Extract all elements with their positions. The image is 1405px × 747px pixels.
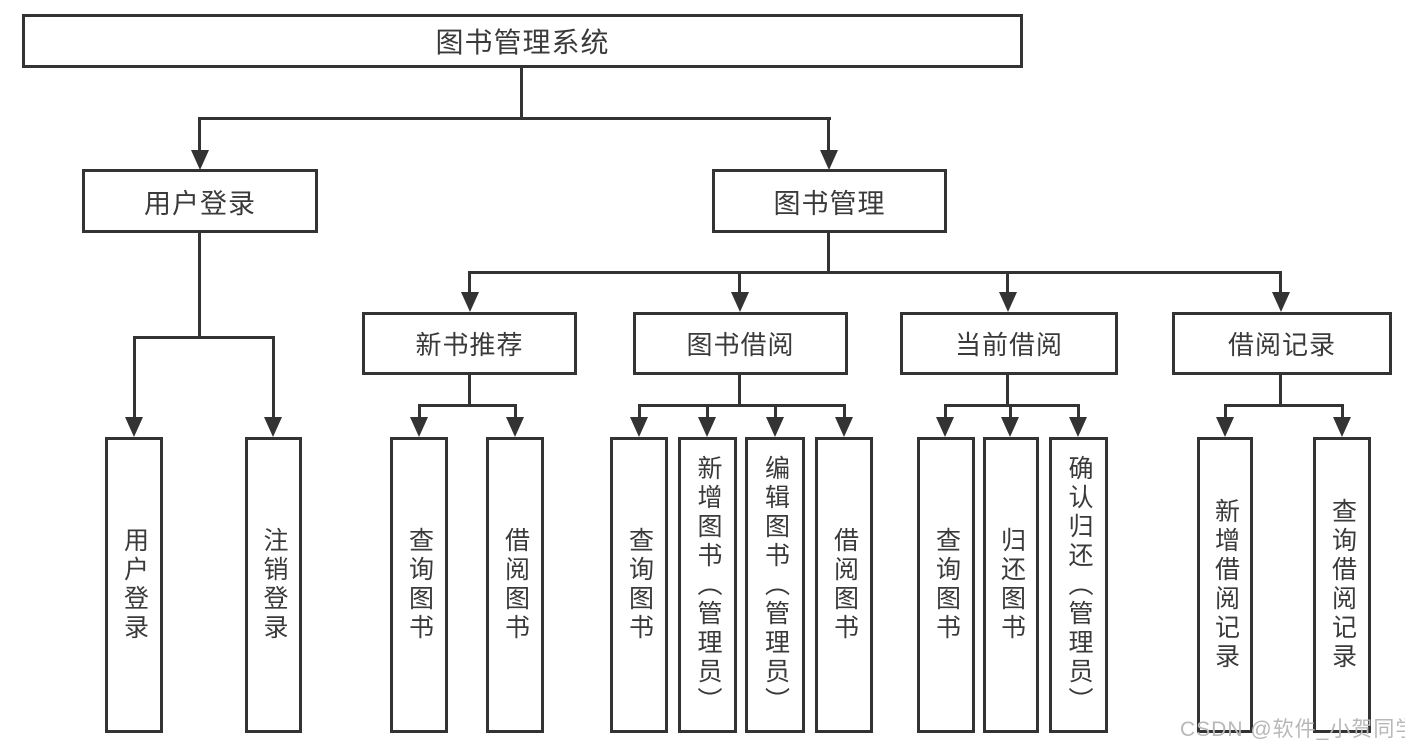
connector-new-book-branch (418, 404, 517, 407)
connector-borrow-records-stem (1279, 375, 1282, 407)
arrowhead-leaf (1069, 417, 1087, 437)
connector-drop-leaf (418, 404, 421, 419)
leaf-borrow-books-recommend: 借阅图书 (486, 437, 544, 733)
leaf-query-borrow-record: 查询借阅记录 (1313, 437, 1371, 733)
leaf-borrow-books: 借阅图书 (815, 437, 873, 733)
node-system-root: 图书管理系统 (22, 14, 1023, 68)
connector-drop-leaf (706, 404, 709, 419)
connector-drop-leaf (1077, 404, 1080, 419)
leaf-query-books-borrow: 查询图书 (610, 437, 668, 733)
connector-drop-book-borrow (738, 271, 741, 294)
arrowhead-leaf-login (125, 417, 143, 437)
connector-drop-leaf (1341, 404, 1344, 419)
leaf-return-book: 归还图书 (983, 437, 1039, 733)
leaf-label: 注销登录 (260, 527, 288, 643)
connector-drop-leaf-logout (272, 336, 275, 420)
leaf-label: 用户登录 (120, 527, 149, 643)
leaf-query-books-current: 查询图书 (917, 437, 975, 733)
connector-drop-leaf (774, 404, 777, 419)
arrowhead-leaf (698, 417, 716, 437)
leaf-label: 查询图书 (625, 527, 654, 643)
arrowhead-current-borrow (999, 292, 1017, 312)
connector-drop-book-management (827, 117, 830, 151)
connector-drop-leaf-login (133, 336, 136, 420)
connector-borrow-records-branch (1224, 404, 1343, 407)
connector-user-login-stem (198, 233, 201, 339)
connector-drop-borrow-records (1279, 271, 1282, 294)
arrowhead-book-management (820, 150, 838, 170)
node-new-book-recommend: 新书推荐 (362, 312, 577, 375)
connector-drop-user-login (198, 117, 201, 151)
leaf-label: 新增借阅记录 (1211, 498, 1240, 672)
leaf-logout: 注销登录 (245, 437, 302, 733)
connector-book-borrow-stem (738, 375, 741, 407)
csdn-watermark: CSDN @软件_小贺同学 (1180, 718, 1405, 741)
connector-drop-current-borrow (1006, 271, 1009, 294)
arrowhead-leaf (1001, 417, 1019, 437)
node-borrow-records: 借阅记录 (1172, 312, 1392, 375)
connector-drop-leaf (638, 404, 641, 419)
leaf-label: 新增图书（管理员） (694, 454, 722, 716)
arrowhead-leaf (766, 417, 784, 437)
leaf-label: 编辑图书（管理员） (761, 454, 790, 716)
connector-drop-leaf (843, 404, 846, 419)
arrowhead-new-book (461, 292, 479, 312)
leaf-user-login: 用户登录 (105, 437, 163, 733)
leaf-label: 借阅图书 (501, 527, 530, 643)
node-current-borrow: 当前借阅 (900, 312, 1118, 375)
leaf-add-book-admin: 新增图书（管理员） (678, 437, 737, 733)
connector-level3-branch (468, 271, 1282, 274)
arrowhead-leaf (630, 417, 648, 437)
arrowhead-book-borrow (731, 292, 749, 312)
connector-root-stem (520, 68, 523, 120)
arrowhead-user-login (191, 150, 209, 170)
arrowhead-leaf (936, 417, 954, 437)
arrowhead-leaf (1216, 417, 1234, 437)
node-book-borrow: 图书借阅 (633, 312, 848, 375)
connector-root-branch (199, 117, 831, 120)
connector-drop-leaf (944, 404, 947, 419)
leaf-label: 借阅图书 (830, 527, 859, 643)
connector-drop-leaf (1009, 404, 1012, 419)
leaf-confirm-return-admin: 确认归还（管理员） (1049, 437, 1108, 733)
leaf-label: 查询借阅记录 (1328, 498, 1357, 672)
leaf-label: 确认归还（管理员） (1065, 454, 1093, 716)
arrowhead-leaf (1333, 417, 1351, 437)
node-book-management: 图书管理 (712, 169, 947, 233)
connector-current-borrow-stem (1006, 375, 1009, 407)
leaf-edit-book-admin: 编辑图书（管理员） (745, 437, 805, 733)
leaf-query-books-recommend: 查询图书 (390, 437, 448, 733)
arrowhead-leaf (506, 417, 524, 437)
connector-user-login-branch (133, 336, 275, 339)
leaf-label: 查询图书 (405, 527, 434, 643)
connector-new-book-stem (468, 375, 471, 407)
connector-book-borrow-branch (638, 404, 846, 407)
leaf-label: 查询图书 (932, 527, 961, 643)
node-user-login: 用户登录 (82, 169, 318, 233)
arrowhead-leaf (835, 417, 853, 437)
leaf-add-borrow-record: 新增借阅记录 (1197, 437, 1253, 733)
arrowhead-borrow-records (1272, 292, 1290, 312)
connector-drop-new-book (468, 271, 471, 294)
connector-current-borrow-branch (944, 404, 1080, 407)
arrowhead-leaf (410, 417, 428, 437)
connector-drop-leaf (514, 404, 517, 419)
leaf-label: 归还图书 (997, 527, 1026, 643)
arrowhead-leaf-logout (264, 417, 282, 437)
connector-book-management-stem (827, 233, 830, 274)
connector-drop-leaf (1224, 404, 1227, 419)
